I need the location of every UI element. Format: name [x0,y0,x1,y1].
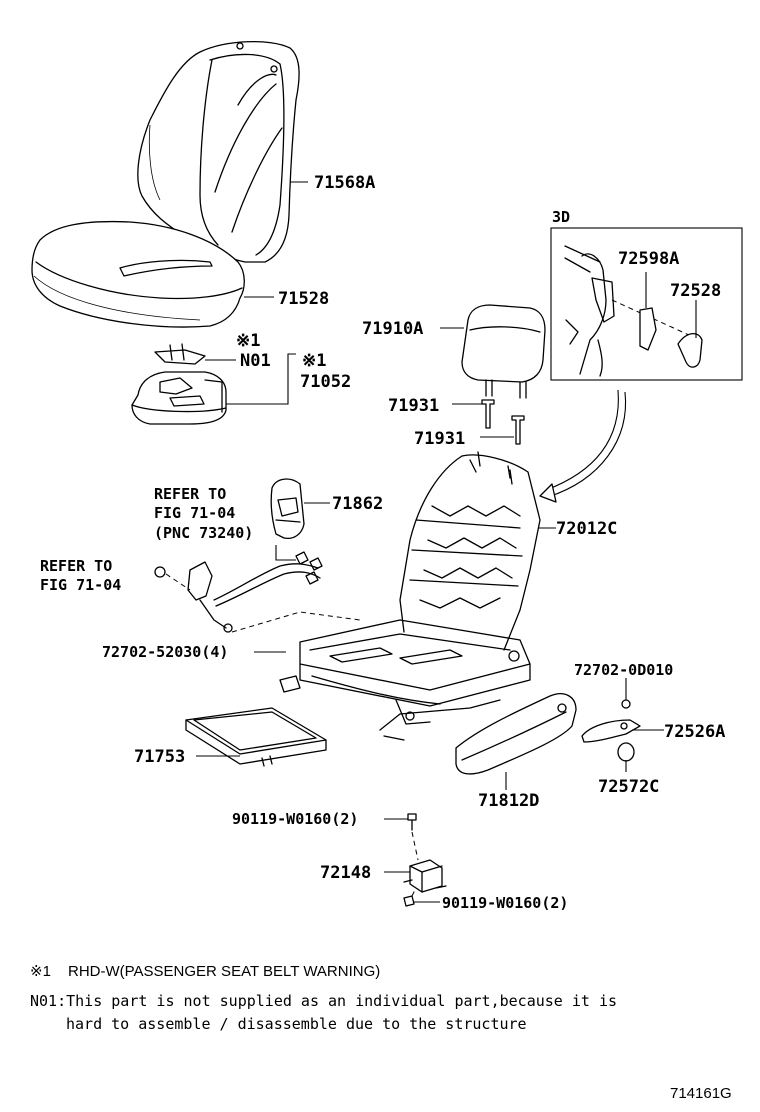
detail-3d-box [550,227,743,381]
label-note-mark-1: ※1 [236,331,260,351]
guide-drawing-2 [511,415,525,445]
label-refer-1-line1: REFER TO [154,485,226,503]
detail-arrow [539,389,627,503]
label-screw-lower: 90119-W0160(2) [442,894,568,912]
label-detail-3d: 3D [552,208,570,226]
cap-drawing [617,742,635,762]
cover-71862-drawing [270,478,305,540]
label-note-mark-2: ※1 [302,351,326,371]
label-seatback-cover: 71568A [314,173,375,193]
guide-drawing-1 [481,399,495,429]
seat-frame-drawing [279,451,541,741]
shield-drawing [455,693,631,775]
label-sensor: 71052 [300,372,351,392]
sensor-drawing [131,371,227,425]
tray-drawing [185,707,327,767]
screw-upper-drawing [407,813,419,861]
knob-drawing [581,719,641,743]
label-frame: 72012C [556,519,617,539]
footnote-1-text: RHD-W(PASSENGER SEAT BELT WARNING) [68,963,380,980]
seatback-cover-drawing [137,40,300,263]
label-guide-1: 71931 [388,396,439,416]
label-headrest: 71910A [362,319,423,339]
figure-id: 714161G [670,1085,732,1102]
headrest-drawing [461,304,546,399]
label-refer-1-line2: FIG 71-04 [154,504,235,522]
n01-part-drawing [154,343,206,365]
label-n01: N01 [240,351,271,371]
label-tray: 71753 [134,747,185,767]
label-clip-a: 72598A [618,249,679,269]
footnote-2-line1: N01:This part is not supplied as an indi… [30,992,617,1010]
cushion-cover-drawing [31,220,245,328]
label-guide-2: 71931 [414,429,465,449]
label-cushion-cover: 71528 [278,289,329,309]
screw-lower-drawing [403,887,417,907]
label-cover-71862: 71862 [332,494,383,514]
buckle-drawing [154,551,361,633]
label-cap: 72572C [598,777,659,797]
label-refer-2-line2: FIG 71-04 [40,576,121,594]
label-knob: 72526A [664,722,725,742]
label-clip-b: 72528 [670,281,721,301]
label-bolt-side: 72702-0D010 [574,661,673,679]
label-ecu: 72148 [320,863,371,883]
footnote-1-mark: ※1 [30,963,51,980]
label-refer-2-line1: REFER TO [40,557,112,575]
ecu-drawing [403,859,447,893]
leader-lines [196,181,697,903]
footnote-2-line2: hard to assemble / disassemble due to th… [66,1015,527,1033]
label-bolt-front: 72702-52030(4) [102,643,228,661]
label-screw-upper: 90119-W0160(2) [232,810,358,828]
label-shield: 71812D [478,791,539,811]
label-refer-1-line3: (PNC 73240) [154,524,253,542]
